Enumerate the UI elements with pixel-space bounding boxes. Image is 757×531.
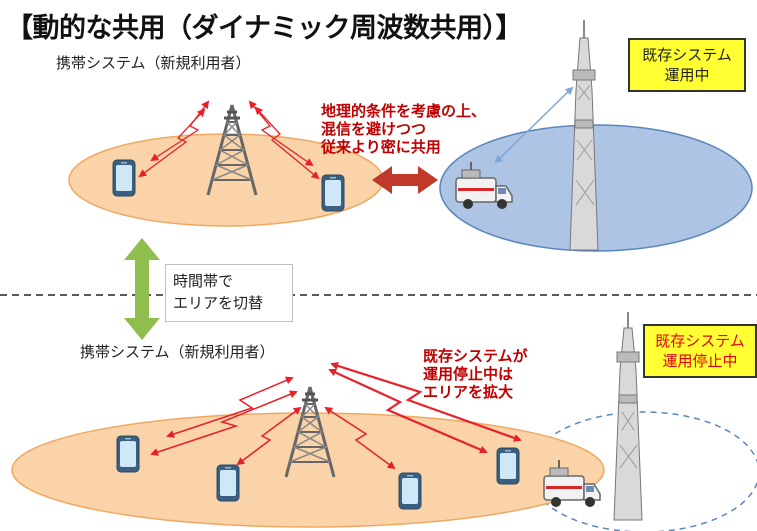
smartphone-icon	[496, 447, 520, 485]
smartphone-icon	[398, 472, 422, 510]
mobile-system-label: 携帯システム（新規利用者）	[80, 343, 275, 361]
callout-line: エリアを拡大	[423, 383, 514, 401]
smartphone-icon	[321, 174, 345, 212]
stopped-system-area	[528, 411, 757, 531]
signal-arrow	[330, 362, 522, 442]
skytree-tower-icon	[569, 20, 599, 251]
callout-line: 既存システムが	[423, 347, 528, 365]
time-switch-label: 時間帯で エリアを切替	[165, 264, 293, 322]
smartphone-icon	[112, 159, 136, 197]
callout-line: 運用停止中は	[423, 365, 514, 383]
signal-arrow	[236, 406, 302, 466]
status-line: 既存システム	[655, 332, 745, 350]
smartphone-icon	[116, 435, 140, 473]
switch-line: 時間帯で	[173, 272, 234, 290]
mobile-system-label: 携帯システム（新規利用者）	[56, 54, 251, 72]
switch-arrow	[124, 238, 160, 340]
existing-signal-arrow	[494, 86, 574, 164]
sharing-callout: 地理的条件を考慮の上、 混信を避けつつ 従来より密に共用	[321, 102, 486, 156]
existing-system-status-box: 既存システム 運用停止中	[643, 324, 757, 378]
switch-line: エリアを切替	[173, 294, 264, 312]
status-line: 運用停止中	[662, 352, 738, 370]
page-title: 【動的な共用（ダイナミック周波数共用）】	[6, 13, 522, 44]
signal-arrow	[254, 106, 320, 180]
skytree-tower-icon	[613, 312, 643, 521]
smartphone-icon	[216, 464, 240, 502]
signal-arrow	[138, 108, 206, 178]
interference-arrow	[372, 166, 438, 194]
callout-line: 従来より密に共用	[321, 138, 441, 156]
status-line: 既存システム	[642, 46, 732, 64]
expansion-callout: 既存システムが 運用停止中は エリアを拡大	[423, 347, 528, 401]
status-line: 運用中	[664, 66, 710, 84]
callout-line: 地理的条件を考慮の上、	[321, 102, 487, 120]
callout-line: 混信を避けつつ	[321, 120, 427, 138]
existing-system-status-box: 既存システム 運用中	[628, 38, 746, 92]
